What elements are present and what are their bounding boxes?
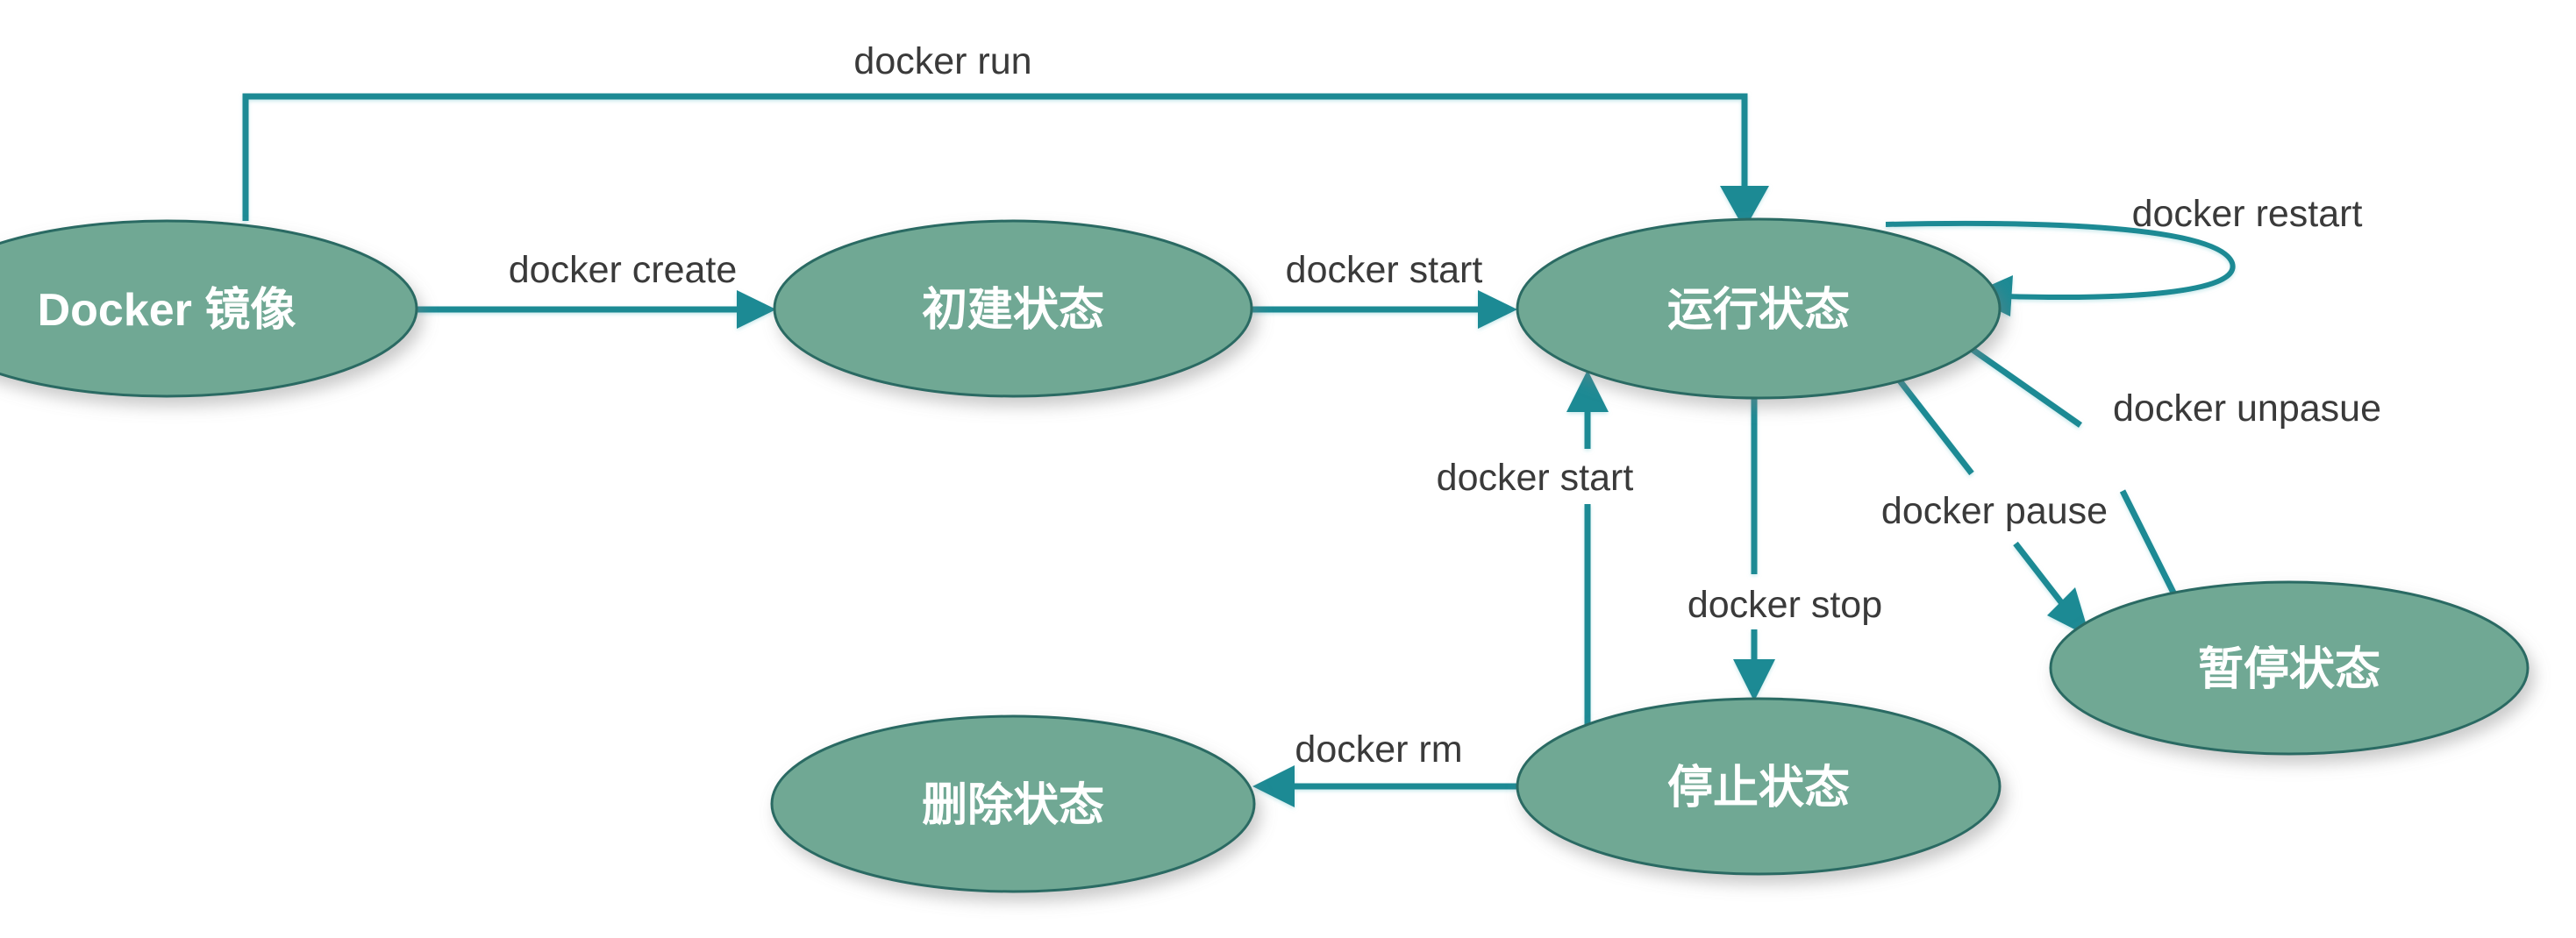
edge-label-docker-create: docker create [509,249,738,291]
node-docker-image[interactable]: Docker 镜像 [0,219,418,398]
node-label-running-state: 运行状态 [1667,285,1850,336]
edge-label-docker-start-restart: docker start [1437,457,1634,499]
node-paused-state[interactable]: 暂停状态 [2049,580,2530,756]
node-running-state[interactable]: 运行状态 [1516,217,2002,400]
edge-docker-rm [1252,765,1524,807]
edge-docker-run [242,93,1769,230]
node-label-removed-state: 删除状态 [922,780,1104,831]
node-stopped-state[interactable]: 停止状态 [1516,697,2002,876]
nodes-layer: Docker 镜像 初建状态 运行状态 暂停状态 停止状态 删除状态 [0,217,2530,893]
edge-label-docker-unpause: docker unpasue [2113,387,2381,430]
edge-label-docker-run: docker run [853,40,1031,82]
edge-label-docker-pause: docker pause [1881,490,2108,532]
edge-docker-start [1249,290,1517,329]
edge-label-docker-restart: docker restart [2132,193,2363,235]
edge-label-docker-rm: docker rm [1295,728,1462,771]
node-label-docker-image: Docker 镜像 [38,285,296,336]
edge-label-docker-stop: docker stop [1688,584,1882,626]
node-created-state[interactable]: 初建状态 [773,219,1253,398]
edge-labels-layer: docker run docker create docker start do… [509,40,2381,771]
edge-docker-stop [1733,394,1775,701]
edge-label-docker-start: docker start [1286,249,1483,291]
node-label-paused-state: 暂停状态 [2198,644,2380,695]
node-label-stopped-state: 停止状态 [1667,763,1850,814]
node-removed-state[interactable]: 删除状态 [770,714,1256,893]
node-label-created-state: 初建状态 [922,285,1104,336]
edge-docker-create [414,290,776,329]
edges-layer [242,93,2236,807]
edge-docker-pause [1890,369,2090,637]
edge-docker-start-restart [1566,370,1609,741]
